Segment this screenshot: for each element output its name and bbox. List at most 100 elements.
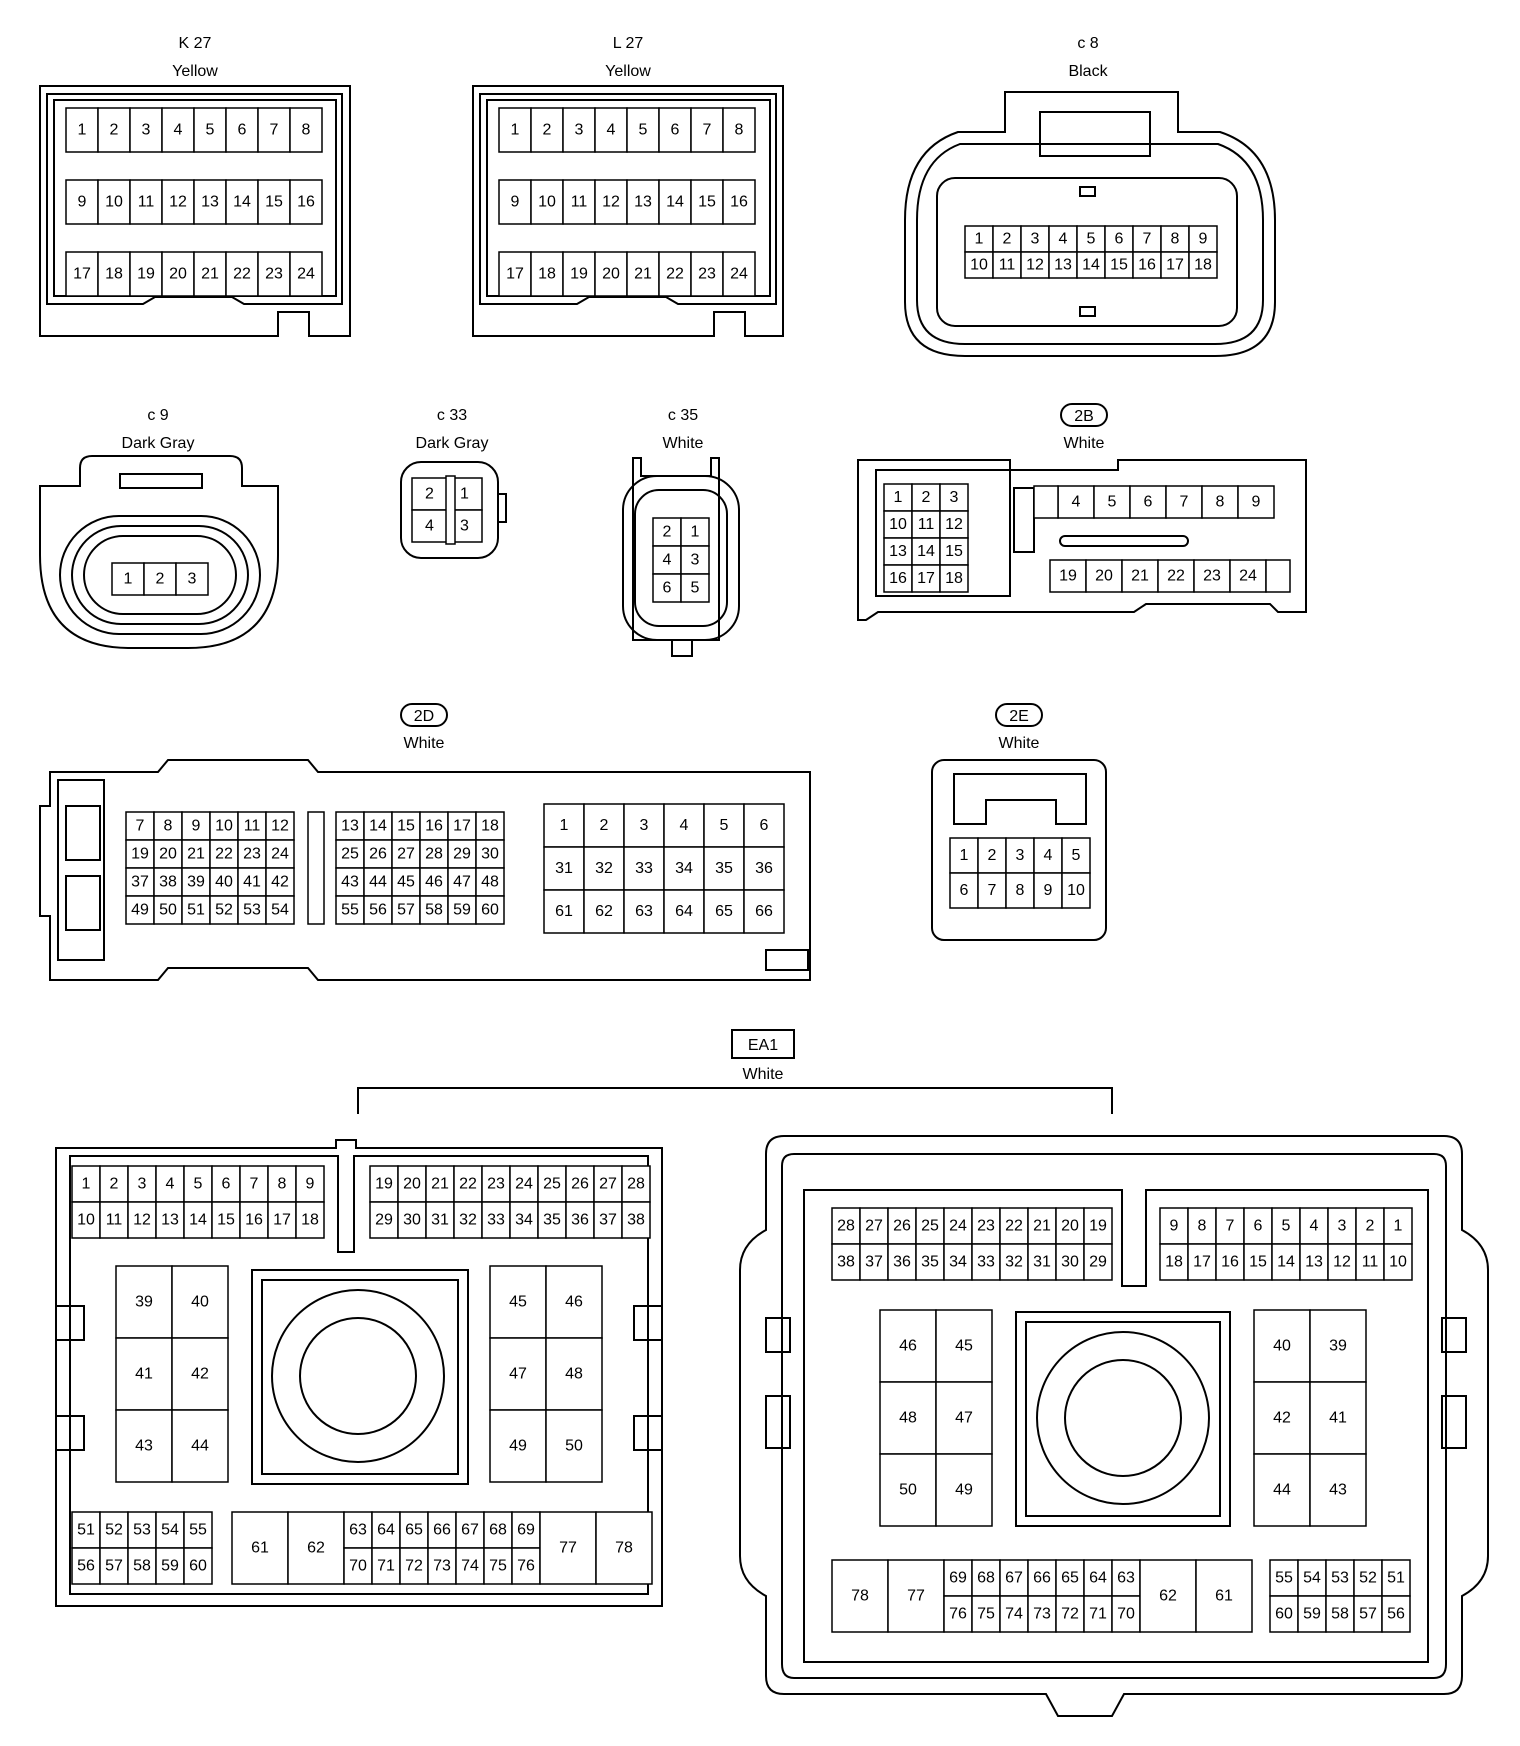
- pin-cell: [939, 537, 969, 566]
- connector-2d-slot: [65, 805, 101, 861]
- pin-number: 57: [397, 902, 415, 919]
- connector-l27-code: L 27: [613, 35, 644, 52]
- pin-number: 34: [675, 860, 693, 877]
- pin-number: 7: [988, 882, 997, 899]
- pin-cell: [1093, 485, 1131, 519]
- pin-cell: [623, 803, 665, 848]
- pin-number: 71: [377, 1558, 395, 1575]
- connector-2e-latch: [953, 773, 1087, 825]
- pin-cell: [680, 517, 710, 547]
- pin-cell: [161, 179, 195, 225]
- pin-number: 22: [215, 846, 233, 863]
- pin-number: 55: [189, 1522, 207, 1539]
- pin-cell: [287, 1511, 345, 1585]
- pin-number: 19: [570, 266, 588, 283]
- pin-cell: [193, 179, 227, 225]
- pin-number: 41: [135, 1366, 153, 1383]
- pin-number: 70: [1117, 1606, 1135, 1623]
- pin-cell: [498, 251, 532, 297]
- pin-number: 54: [1303, 1570, 1321, 1587]
- pin-cell: [289, 179, 323, 225]
- pin-number: 11: [571, 194, 588, 211]
- connector-k27-housing: [39, 85, 351, 337]
- pin-cell: [343, 1511, 373, 1549]
- pin-number: 10: [889, 516, 907, 533]
- connector-c8-key-top: [1079, 186, 1096, 197]
- pin-cell: [595, 1511, 653, 1585]
- pin-cell: [680, 573, 710, 603]
- pin-cell: [722, 179, 756, 225]
- pin-cell: [335, 895, 365, 925]
- connector-l27-color: Yellow: [605, 63, 651, 80]
- pin-number: 25: [341, 846, 359, 863]
- connector-ea1-right-bolt-outer: [1036, 1331, 1210, 1505]
- pin-number: 37: [131, 874, 149, 891]
- pin-number: 71: [1089, 1606, 1107, 1623]
- pin-cell: [623, 889, 665, 934]
- pin-cell: [335, 839, 365, 869]
- pin-cell: [399, 1547, 429, 1585]
- pin-number: 27: [599, 1176, 617, 1193]
- pin-number: 7: [250, 1176, 259, 1193]
- connector-ea1-right-housing: [739, 1135, 1489, 1717]
- pin-number: 13: [341, 818, 359, 835]
- pin-number: 52: [1359, 1570, 1377, 1587]
- pin-number: 15: [1249, 1254, 1267, 1271]
- pin-number: 9: [192, 818, 201, 835]
- pin-number: 6: [1254, 1218, 1263, 1235]
- connector-ea1-right-boss-frame: [1015, 1311, 1231, 1527]
- pin-cell: [129, 179, 163, 225]
- pin-number: 6: [960, 882, 969, 899]
- pin-number: 1: [560, 817, 569, 834]
- pin-cell: [509, 1165, 539, 1203]
- pin-number: 10: [538, 194, 556, 211]
- pin-cell: [583, 889, 625, 934]
- pin-number: 46: [565, 1294, 583, 1311]
- pin-number: 31: [1033, 1254, 1051, 1271]
- connector-c9-color: Dark Gray: [122, 435, 195, 452]
- pin-cell: [1083, 1243, 1113, 1281]
- pin-number: 24: [730, 266, 748, 283]
- pin-number: 18: [538, 266, 556, 283]
- pin-cell: [289, 107, 323, 153]
- pin-number: 6: [238, 122, 247, 139]
- pin-cell: [71, 1165, 101, 1203]
- pin-number: 67: [1005, 1570, 1023, 1587]
- pin-cell: [621, 1165, 651, 1203]
- pin-number: 4: [166, 1176, 175, 1193]
- pin-number: 31: [555, 860, 573, 877]
- pin-cell: [594, 107, 628, 153]
- pin-cell: [211, 1165, 241, 1203]
- pin-number: 11: [244, 818, 261, 835]
- pin-number: 36: [571, 1212, 589, 1229]
- pin-number: 23: [265, 266, 283, 283]
- pin-number: 1: [78, 122, 87, 139]
- pin-cell: [265, 895, 295, 925]
- pin-cell: [1159, 1243, 1189, 1281]
- pin-number: 14: [1082, 257, 1100, 274]
- pin-number: 69: [949, 1570, 967, 1587]
- pin-number: 3: [575, 122, 584, 139]
- connector-2e-code: 2E: [1009, 708, 1029, 725]
- pin-number: 10: [970, 257, 988, 274]
- pin-cell: [1083, 1595, 1113, 1633]
- pin-number: 16: [245, 1212, 263, 1229]
- pin-cell: [127, 1547, 157, 1585]
- pin-number: 40: [191, 1294, 209, 1311]
- pin-number: 11: [1362, 1254, 1379, 1271]
- pin-number: 1: [691, 524, 700, 541]
- pin-number: 3: [1338, 1218, 1347, 1235]
- pin-number: 11: [106, 1212, 123, 1229]
- pin-number: 54: [161, 1522, 179, 1539]
- pin-cell: [537, 1201, 567, 1239]
- pin-number: 1: [460, 486, 469, 503]
- pin-number: 13: [201, 194, 219, 211]
- pin-number: 2: [988, 847, 997, 864]
- pin-number: 57: [1359, 1606, 1377, 1623]
